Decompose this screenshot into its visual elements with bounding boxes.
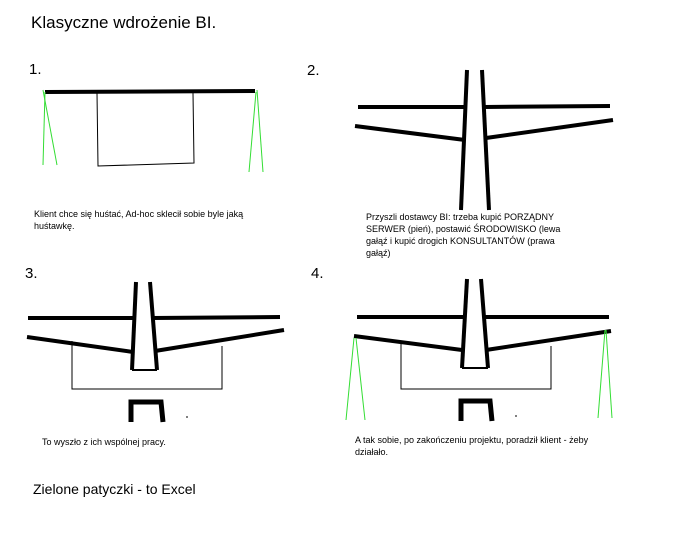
page-title: Klasyczne wdrożenie BI. [31,13,217,32]
panel-1-caption: Klient chce się huśtać, Ad-hoc sklecił s… [34,209,244,231]
panel-3-number: 3. [25,265,38,282]
panel-2-number: 2. [307,62,320,79]
panel-2-drawing [354,69,614,211]
panel-3-caption: To wyszło z ich wspólnej pracy. [42,437,166,447]
panel-2-caption: Przyszli dostawcy BI: trzeba kupić PORZĄ… [366,212,561,258]
table-legs [128,399,166,423]
branch-lower-right [154,328,285,353]
excel-stick-left [345,337,355,421]
excel-stick-right-b [605,329,613,419]
swing-ropes [71,341,223,390]
panel-3-drawing [26,281,285,423]
branch-lower-left [354,124,466,142]
swing-ropes [400,341,552,390]
excel-stick-left-b [355,337,366,421]
branch-upper-right [151,315,281,320]
panel-4-drawing [345,278,613,422]
excel-stick-left-b [42,91,46,166]
swing-top-bar [44,89,256,94]
panel-1-number: 1. [29,61,42,78]
excel-stick-right-b [248,91,257,173]
branch-lower-left [26,335,134,354]
excel-stick-right [256,89,264,173]
panel-1-drawing [42,89,264,173]
swing-seat-ropes [96,92,195,167]
trunk-right [479,278,490,369]
trunk-left [130,281,138,371]
branch-lower-right [485,118,614,140]
footer-note: Zielone patyczki - to Excel [33,481,196,497]
branch-lower-left [353,334,463,352]
branch-upper-right [483,104,611,109]
tree-trunk-right [480,69,491,211]
trunk-right [148,281,159,371]
panel-4-number: 4. [311,265,324,282]
excel-stick-left [42,89,58,166]
excel-stick-right [597,329,606,419]
branch-lower-right [485,329,612,352]
table-legs [458,398,495,422]
panel-4-caption: A tak sobie, po zakończeniu projektu, po… [355,435,589,457]
trunk-left [460,278,469,369]
